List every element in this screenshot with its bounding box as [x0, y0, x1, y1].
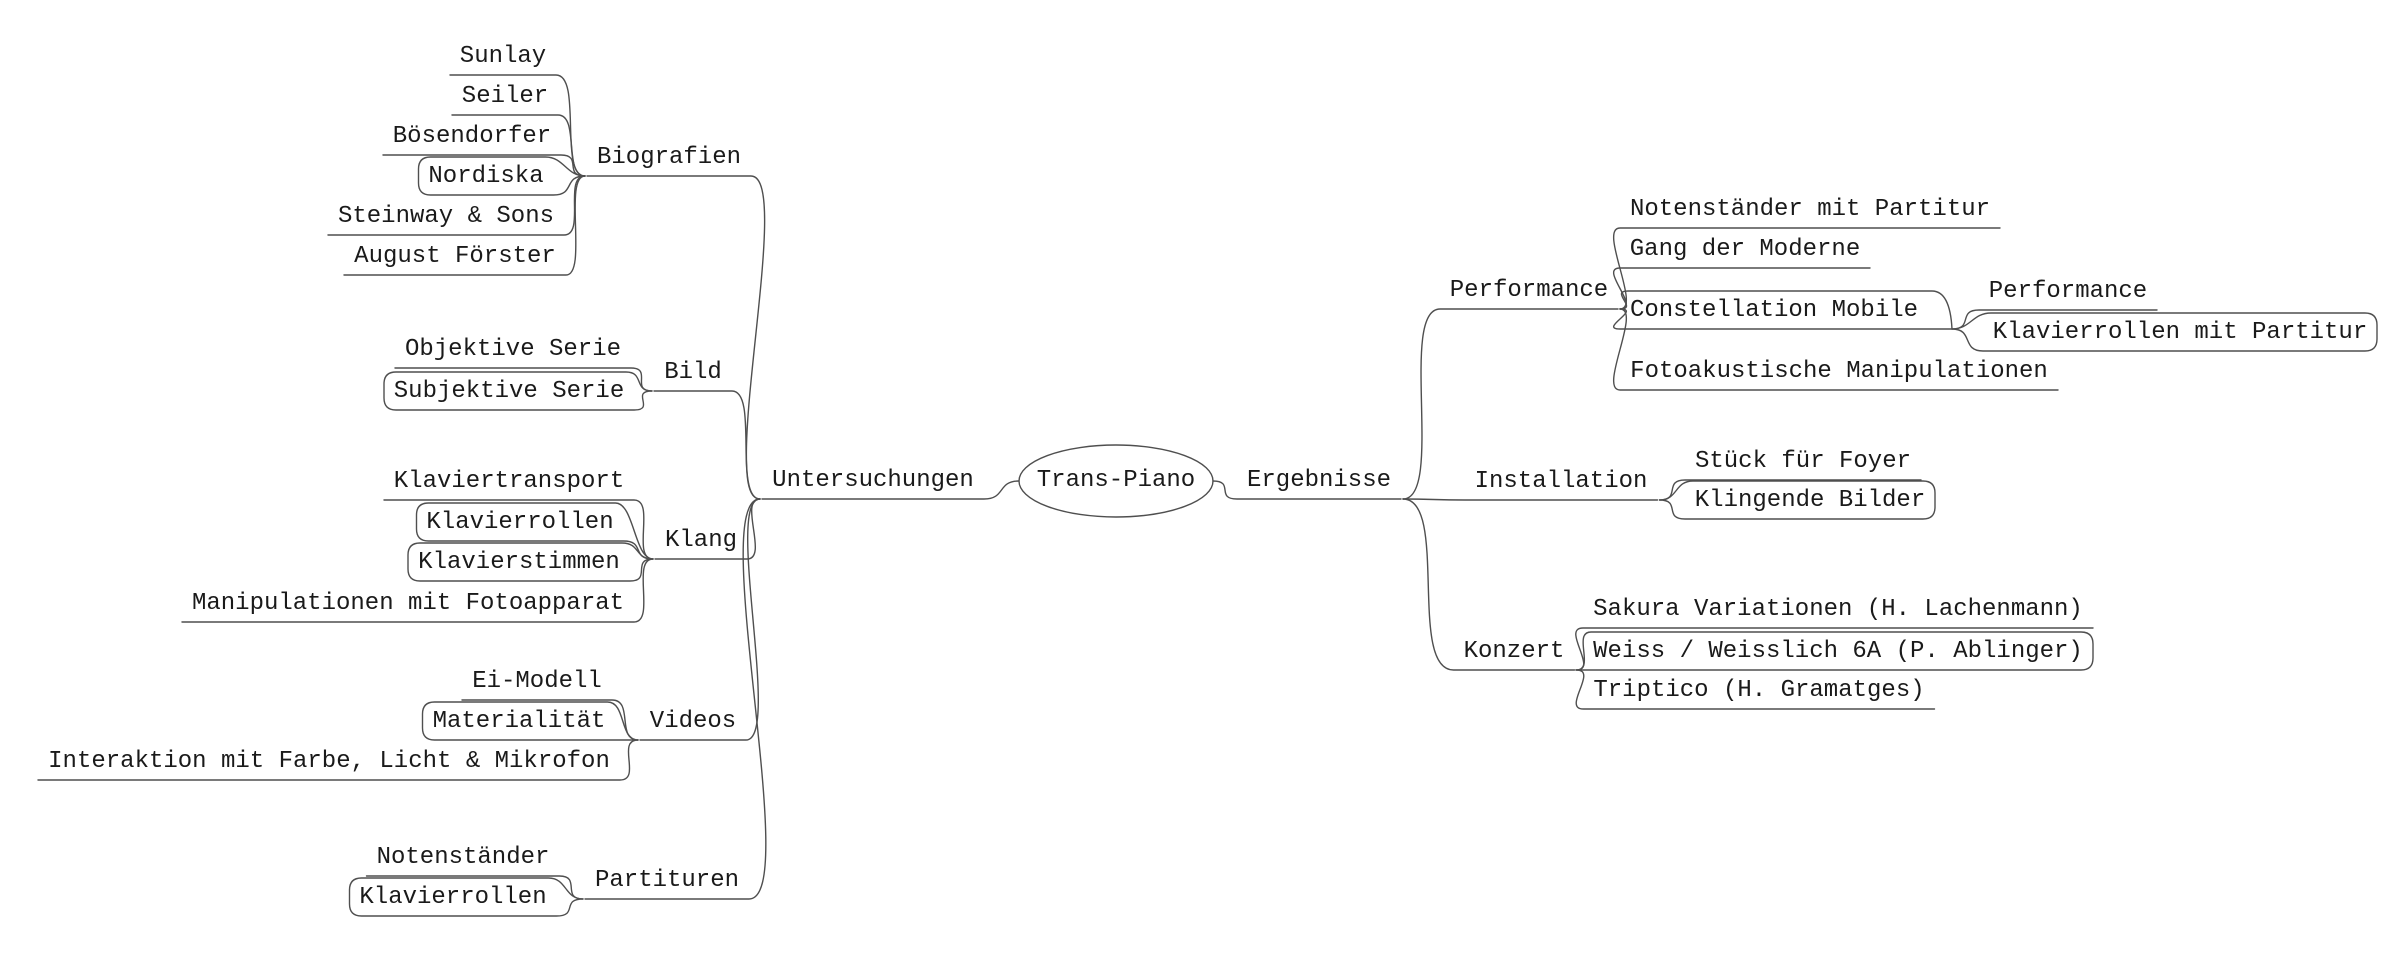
node-klavierrollen-klang[interactable]: Klavierrollen [426, 509, 614, 536]
bubble-constellation [1612, 290, 1953, 330]
bubble-materialitaet [421, 701, 639, 741]
edge-bild [653, 390, 761, 500]
node-performance-2[interactable]: Performance [1988, 278, 2148, 305]
bubble-klingende [1658, 480, 1936, 520]
edge-videos [639, 498, 761, 741]
edge-fotoakustische [1613, 308, 2059, 391]
bubble-klavierrollen-partitur [1951, 312, 2378, 352]
edge-interaktion [37, 739, 639, 781]
node-klavierrollen-partituren[interactable]: Klavierrollen [359, 884, 547, 911]
edge-untersuchungen [761, 480, 1020, 500]
node-objektive[interactable]: Objektive Serie [404, 336, 622, 363]
node-videos[interactable]: Videos [649, 708, 737, 735]
node-klavierrollen-partitur[interactable]: Klavierrollen mit Partitur [1992, 319, 2368, 346]
node-steinway[interactable]: Steinway & Sons [337, 203, 555, 230]
edge-ergebnisse [1212, 480, 1402, 500]
node-klavierstimmen[interactable]: Klavierstimmen [418, 549, 620, 576]
node-materialitaet[interactable]: Materialität [432, 708, 606, 735]
node-klaviertransport[interactable]: Klaviertransport [393, 468, 625, 495]
node-biografien[interactable]: Biografien [596, 144, 742, 171]
bubble-nordiska [417, 156, 586, 196]
node-gang[interactable]: Gang der Moderne [1629, 236, 1861, 263]
node-seiler[interactable]: Seiler [461, 83, 549, 110]
bubble-klavierrollen-partituren [348, 877, 584, 917]
edge-seiler [451, 114, 586, 177]
node-performance[interactable]: Performance [1449, 277, 1609, 304]
root-node-trans-piano[interactable]: Trans-Piano [1036, 467, 1196, 494]
node-notenstaender-partitur[interactable]: Notenständer mit Partitur [1629, 196, 1991, 223]
edge-gang [1613, 267, 1871, 310]
edge-august [343, 175, 586, 276]
edge-partituren [584, 498, 767, 900]
node-klang[interactable]: Klang [664, 527, 738, 554]
bubble-klavierstimmen [407, 542, 654, 582]
bubble-klavierrollen-klang [415, 502, 654, 560]
node-triptico[interactable]: Triptico (H. Gramatges) [1593, 677, 1925, 704]
edge-triptico [1575, 669, 1936, 710]
edge-notenstaender-partitur [1613, 227, 2001, 310]
bubble-subjektive [383, 371, 653, 411]
node-fotoakustische[interactable]: Fotoakustische Manipulationen [1630, 358, 2048, 385]
edge-performance [1402, 308, 1619, 500]
edge-konzert [1402, 498, 1576, 671]
node-boesendorfer[interactable]: Bösendorfer [392, 123, 552, 150]
node-untersuchungen[interactable]: Untersuchungen [772, 467, 974, 494]
node-subjektive[interactable]: Subjektive Serie [393, 378, 625, 405]
edge-installation [1402, 498, 1659, 501]
node-august[interactable]: August Förster [354, 243, 556, 270]
node-ergebnisse[interactable]: Ergebnisse [1246, 467, 1392, 494]
node-stueck[interactable]: Stück für Foyer [1694, 448, 1912, 475]
node-installation[interactable]: Installation [1474, 468, 1648, 495]
node-ei-modell[interactable]: Ei-Modell [472, 668, 602, 695]
node-sakura[interactable]: Sakura Variationen (H. Lachenmann) [1593, 596, 2083, 623]
node-nordiska[interactable]: Nordiska [428, 163, 544, 190]
node-konzert[interactable]: Konzert [1463, 638, 1565, 665]
node-interaktion[interactable]: Interaktion mit Farbe, Licht & Mikrofon [48, 748, 610, 775]
node-weiss[interactable]: Weiss / Weisslich 6A (P. Ablinger) [1593, 638, 2083, 665]
node-partituren[interactable]: Partituren [594, 867, 740, 894]
node-klingende[interactable]: Klingende Bilder [1694, 487, 1926, 514]
node-notenstaender[interactable]: Notenständer [376, 844, 550, 871]
node-manipulationen[interactable]: Manipulationen mit Fotoapparat [191, 590, 625, 617]
node-bild[interactable]: Bild [664, 359, 722, 386]
node-sunlay[interactable]: Sunlay [459, 43, 547, 70]
node-constellation[interactable]: Constellation Mobile [1629, 297, 1919, 324]
edge-manipulationen [181, 558, 654, 623]
